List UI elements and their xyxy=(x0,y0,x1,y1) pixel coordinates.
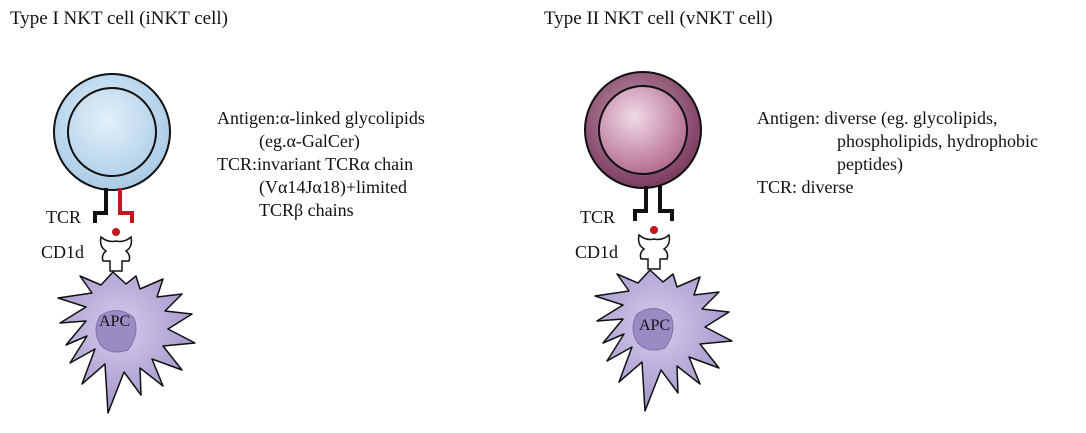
type2-nkt-cell xyxy=(584,71,702,189)
type1-tcr-beta: TCRβ chains xyxy=(259,200,354,220)
type1-cd1d-label: CD1d xyxy=(41,242,85,262)
type2-apc-label: APC xyxy=(639,317,671,334)
type1-tcr-label: TCR xyxy=(46,207,82,227)
type1-tcr-line: TCR:invariant TCRα chain xyxy=(217,154,414,174)
type2-tcr-label: TCR xyxy=(580,207,616,227)
type2-tcr xyxy=(633,186,674,221)
type1-nkt-cell xyxy=(53,73,171,191)
type1-apc-cell xyxy=(57,271,196,414)
type2-apc-nucleus xyxy=(632,308,674,351)
type1-tcr xyxy=(93,188,134,223)
type2-tcr-line: TCR: diverse xyxy=(757,177,854,197)
type2-antigen-dot xyxy=(650,226,658,234)
type1-antigen-dot xyxy=(112,228,120,236)
type2-cd1d xyxy=(637,233,671,270)
type1-description: Antigen:α-linked glycolipids (eg.α-GalCe… xyxy=(217,107,425,222)
type2-title: Type II NKT cell (vNKT cell) xyxy=(544,8,773,29)
type1-antigen-line: Antigen:α-linked glycolipids xyxy=(217,108,425,128)
type1-title: Type I NKT cell (iNKT cell) xyxy=(10,8,228,29)
type2-antigen-cont2: peptides) xyxy=(837,154,903,174)
type2-cd1d-label: CD1d xyxy=(575,242,619,262)
type1-apc-label: APC xyxy=(99,313,131,330)
type2-antigen-line: Antigen: diverse (eg. glycolipids, xyxy=(757,108,998,128)
type2-apc-cell xyxy=(594,269,733,412)
type2-description: Antigen: diverse (eg. glycolipids, phosp… xyxy=(757,107,1038,199)
type1-cd1d xyxy=(99,235,133,272)
type2-antigen-cont1: phospholipids, hydrophobic xyxy=(837,131,1038,151)
type1-antigen-example: (eg.α-GalCer) xyxy=(259,131,360,151)
type1-tcr-detail: (Vα14Jα18)+limited xyxy=(259,177,407,197)
type1-apc-nucleus xyxy=(95,310,137,353)
